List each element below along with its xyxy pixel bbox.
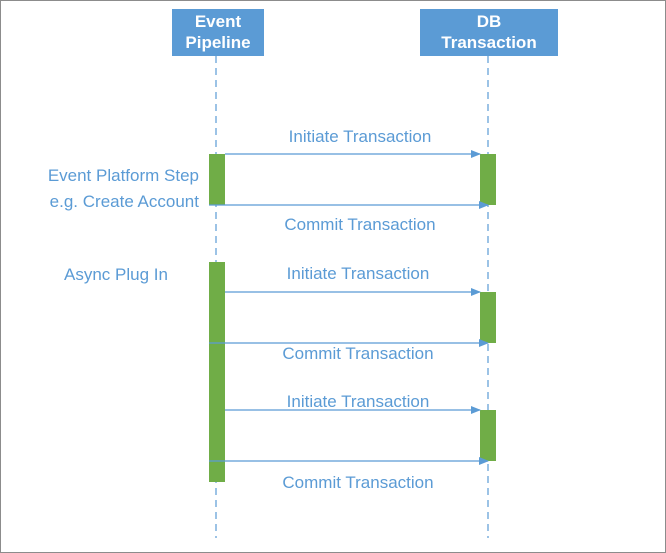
- participant-db-box: [420, 9, 558, 56]
- message-initiate-2-label: Initiate Transaction: [287, 264, 430, 283]
- message-commit-3: Commit Transaction: [209, 457, 489, 492]
- pipeline-activation-2: [209, 262, 225, 482]
- message-commit-2-label: Commit Transaction: [282, 344, 433, 363]
- participant-pipeline: Event Pipeline: [172, 9, 264, 56]
- participant-pipeline-line-1: Event: [195, 12, 242, 31]
- message-commit-2: Commit Transaction: [209, 339, 489, 363]
- participant-db-line-2: Transaction: [441, 33, 536, 52]
- note-async-plug-in-label: Async Plug In: [64, 265, 168, 284]
- note-async-plug-in: Async Plug In: [64, 265, 168, 284]
- participant-pipeline-line-2: Pipeline: [185, 33, 250, 52]
- message-commit-3-label: Commit Transaction: [282, 473, 433, 492]
- message-initiate-1-label: Initiate Transaction: [289, 127, 432, 146]
- message-initiate-3-label: Initiate Transaction: [287, 392, 430, 411]
- db-activation-3: [480, 410, 496, 461]
- note-event-platform-step-line-2: e.g. Create Account: [50, 192, 200, 211]
- message-initiate-3: Initiate Transaction: [225, 392, 481, 414]
- message-initiate-2: Initiate Transaction: [225, 264, 481, 296]
- message-commit-1-label: Commit Transaction: [284, 215, 435, 234]
- message-commit-1: Commit Transaction: [209, 201, 489, 234]
- note-event-platform-step-line-1: Event Platform Step: [48, 166, 199, 185]
- participant-pipeline-box: [172, 9, 264, 56]
- db-activation-1: [480, 154, 496, 205]
- participant-db: DB Transaction: [420, 9, 558, 56]
- participant-db-line-1: DB: [477, 12, 502, 31]
- note-event-platform-step: Event Platform Step e.g. Create Account: [48, 166, 199, 211]
- pipeline-activation-1: [209, 154, 225, 205]
- db-activation-2: [480, 292, 496, 343]
- message-initiate-1: Initiate Transaction: [225, 127, 481, 158]
